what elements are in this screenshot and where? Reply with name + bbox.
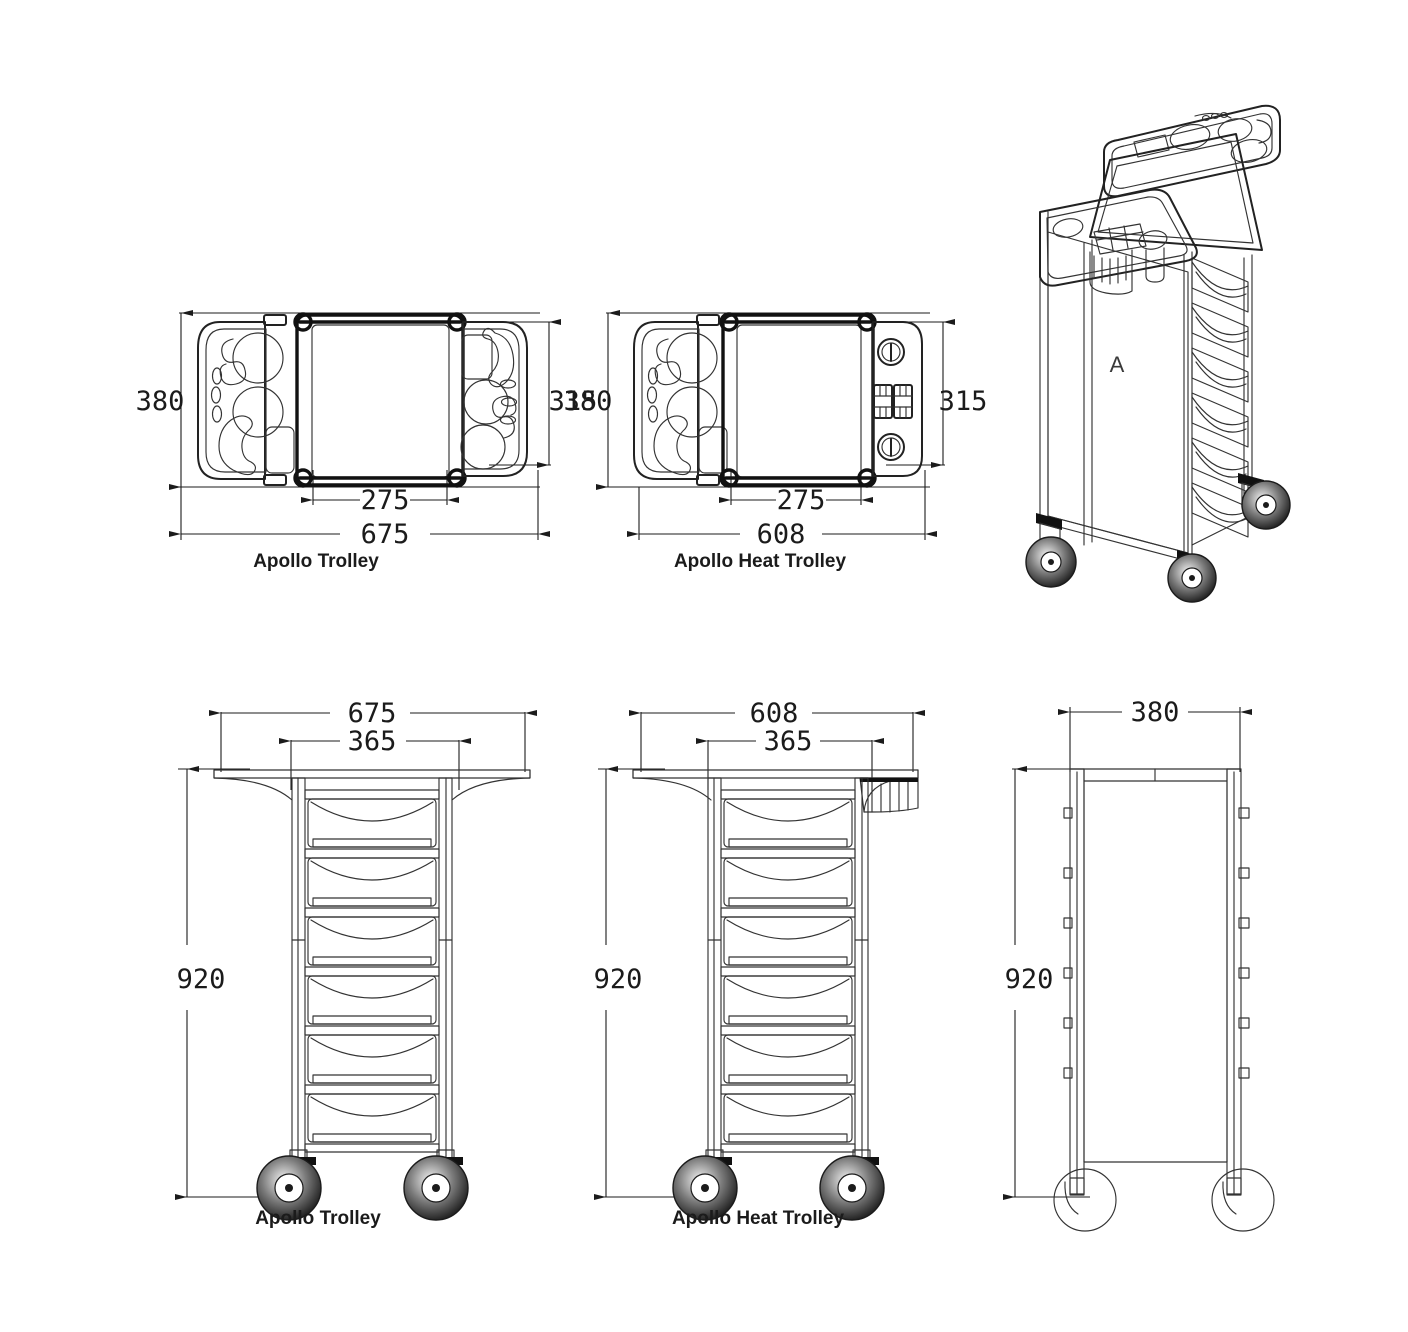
dim-920-front-c: 920 [177, 964, 226, 995]
caption-front-apollo-heat-trolley: Apollo Heat Trolley [672, 1208, 845, 1229]
iso-drawer [1191, 257, 1249, 313]
iso-casters [1025, 473, 1291, 603]
iso-worktop [1039, 104, 1281, 295]
dim-920-front-d: 920 [594, 964, 643, 995]
front-worktop-c [213, 769, 531, 801]
caster [1167, 550, 1217, 603]
dimensions-front-apollo-heat-trolley: 608 365 920 [594, 698, 926, 1200]
caster [1238, 473, 1291, 530]
view-top-apollo-trolley: 380 315 275 675 [136, 310, 598, 572]
front-drawer [720, 848, 856, 907]
view-top-apollo-heat-trolley: 380 315 275 608 [564, 310, 988, 572]
front-drawer [720, 1084, 856, 1143]
caption-top-apollo-heat-trolley: Apollo Heat Trolley [674, 551, 847, 572]
front-drawer [304, 789, 440, 848]
dimensions-side: 380 920 [1002, 697, 1253, 1200]
dim-315-top-b: 315 [939, 386, 988, 417]
caster [1025, 513, 1077, 588]
caption-front-apollo-trolley: Apollo Trolley [255, 1208, 381, 1229]
control-knob-bottom[interactable] [877, 433, 905, 461]
balloon-label-a: A [1110, 352, 1125, 377]
front-drawer [720, 966, 856, 1025]
view-side-apollo-trolley: 380 920 [1002, 697, 1275, 1232]
dim-675-front-c: 675 [348, 698, 397, 729]
dim-675-top-a: 675 [361, 519, 410, 550]
front-drawer [304, 966, 440, 1025]
front-drawer [720, 1025, 856, 1084]
front-casters-c [256, 1155, 469, 1221]
front-drawer [304, 1084, 440, 1143]
dim-275-top-b: 275 [777, 485, 826, 516]
iso-drawer-stack [1191, 257, 1249, 546]
iso-control-cluster [1093, 223, 1147, 255]
dim-365-front-d: 365 [764, 726, 813, 757]
dim-315-top-a: 315 [549, 386, 598, 417]
front-drawer [304, 848, 440, 907]
iso-drawer [1191, 347, 1249, 403]
front-drawer [720, 907, 856, 966]
heater-attachment-d [859, 777, 919, 813]
dim-380-side-e: 380 [1131, 697, 1180, 728]
front-casters-d [672, 1155, 885, 1221]
front-drawer-stack-c [304, 789, 440, 1153]
side-panel [1083, 780, 1228, 1163]
dimensions-top-apollo-trolley: 380 315 275 675 [136, 310, 598, 550]
side-runner-brackets [1063, 807, 1250, 1079]
front-drawer [304, 1025, 440, 1084]
central-body-a [263, 312, 467, 488]
front-drawer [304, 907, 440, 966]
dim-380-top-b: 380 [564, 386, 613, 417]
view-front-apollo-heat-trolley: 608 365 920 [594, 698, 926, 1229]
dim-608-front-d: 608 [750, 698, 799, 729]
caption-top-apollo-trolley: Apollo Trolley [253, 551, 379, 572]
heater-control-panel-b [872, 321, 923, 477]
iso-drawer [1191, 302, 1249, 358]
caster [256, 1155, 322, 1221]
dim-380-top-a: 380 [136, 386, 185, 417]
view-front-apollo-trolley: 675 365 920 [174, 698, 538, 1229]
iso-drawer [1191, 392, 1249, 448]
right-accessory-tray-a [460, 321, 528, 477]
front-drawer-stack-d [720, 789, 856, 1153]
control-knob-top[interactable] [877, 338, 905, 366]
dimensions-top-apollo-heat-trolley: 380 315 275 608 [564, 310, 988, 550]
front-drawer [720, 789, 856, 848]
dimensions-front-apollo-trolley: 675 365 920 [174, 698, 538, 1200]
dim-365-front-c: 365 [348, 726, 397, 757]
left-accessory-tray-a [197, 321, 295, 480]
dim-608-top-b: 608 [757, 519, 806, 550]
caster [672, 1155, 738, 1221]
caster [819, 1155, 885, 1221]
rocker-switch-left[interactable] [873, 384, 893, 419]
side-casters [1053, 1168, 1275, 1232]
dim-920-side-e: 920 [1005, 964, 1054, 995]
caster [403, 1155, 469, 1221]
left-accessory-tray-b [633, 321, 728, 480]
view-isometric-apollo-trolley: A [1025, 104, 1291, 603]
rocker-switch-right[interactable] [893, 384, 913, 419]
dim-275-top-a: 275 [361, 485, 410, 516]
